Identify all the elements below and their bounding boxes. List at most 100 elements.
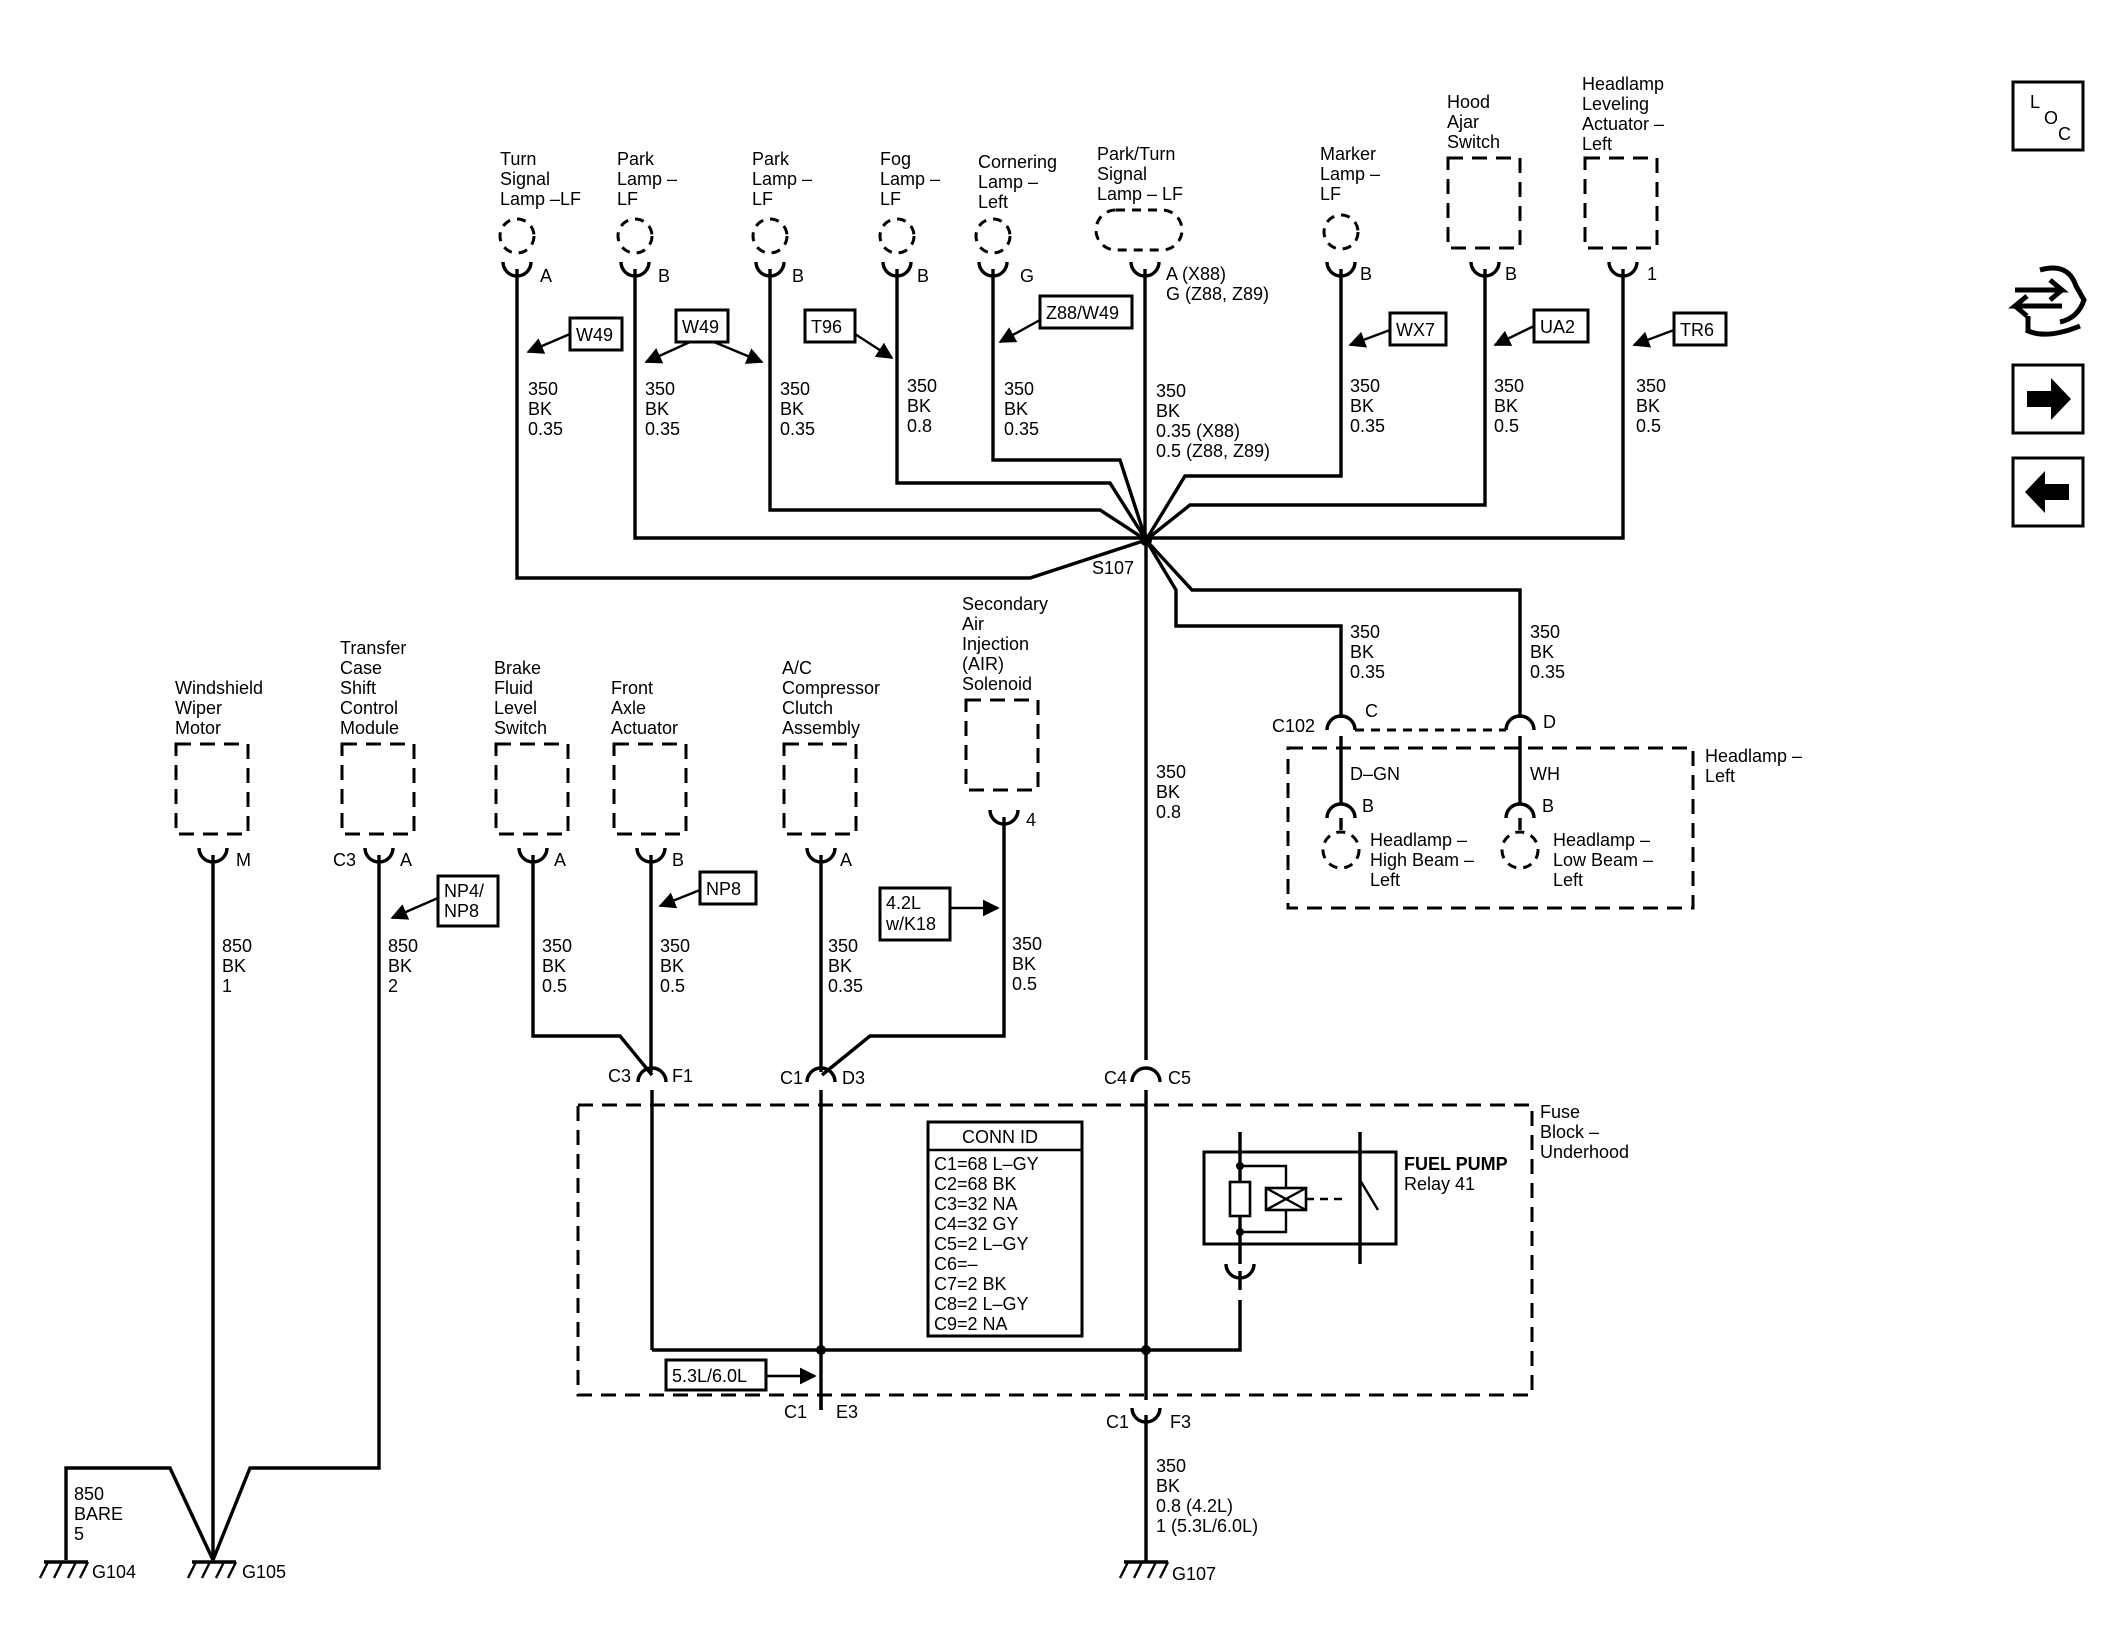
ground-label: G107 [1172,1564,1216,1584]
bulb-symbol [1321,830,1361,870]
option-tag [436,874,500,928]
option-tag-label: W49 [682,317,719,337]
ground-g105: G105 [186,1560,286,1582]
component-label: LF [617,189,638,209]
component-label: Left [978,192,1008,212]
pin-label: B [1542,796,1554,816]
wire-label: 0.35 [645,419,680,439]
pin-label: E3 [836,1402,858,1422]
conn-id-row: C3=32 NA [934,1194,1018,1214]
component-label: Lamp – [617,169,677,189]
option-tag-label: UA2 [1540,317,1575,337]
pin-label: F3 [1170,1412,1191,1432]
connector-label: C102 [1272,716,1315,736]
component-box [174,742,250,836]
wire-label: 0.35 [528,419,563,439]
back-button[interactable] [2011,456,2085,528]
bulb-symbol [1500,830,1540,870]
ground-g104: G104 [38,1560,136,1582]
component-label: Signal [1097,164,1147,184]
wire-label: BK [1012,954,1036,974]
conn-id-row: C5=2 L–GY [934,1234,1029,1254]
wire-label: 350 [907,376,937,396]
forward-button[interactable] [2011,363,2085,435]
component-label: LF [880,189,901,209]
component-label: LF [1320,184,1341,204]
connector-icon[interactable] [2008,265,2087,337]
component-label: Secondary [962,594,1048,614]
wire-label: 0.35 [1004,419,1039,439]
wire-label: 350 [1156,381,1186,401]
wire-label: 1 [222,976,232,996]
wire-label: 1 (5.3L/6.0L) [1156,1516,1258,1536]
pin-label: G [1020,266,1034,286]
wire-label: 350 [1004,379,1034,399]
wire-label: 350 [1350,622,1380,642]
headlamp-leveling-actuator-left: Headlamp Leveling Actuator – Left 1 350 … [1582,74,1666,436]
wire-label: BK [222,956,246,976]
splice-dot [816,1345,826,1355]
pin-label: B [1360,264,1372,284]
fuse-block-connectors: C3 F1 C1 D3 C4 C5 [608,1066,1191,1088]
loc-letter: C [2058,124,2071,144]
wire-label: 0.5 [542,976,567,996]
component-label: Hood [1447,92,1490,112]
lamp-symbol [1094,208,1184,252]
pin-label: D [1543,712,1556,732]
connector-label: C1 [780,1068,803,1088]
wire-label: 350 [528,379,558,399]
component-label: A/C [782,658,812,678]
component-label: (AIR) [962,654,1004,674]
wire-label: BK [528,399,552,419]
connector-label: C3 [608,1066,631,1086]
wire-label: 0.5 (Z88, Z89) [1156,441,1270,461]
conn-id-row: C2=68 BK [934,1174,1017,1194]
forward-arrow-icon [2027,378,2071,420]
option-tag-label: NP4/ [444,881,484,901]
component-label: Switch [1447,132,1500,152]
loc-button[interactable]: L O C [2011,80,2085,152]
pin-label: B [672,850,684,870]
wire-label: BARE [74,1504,123,1524]
component-label: Transfer [340,638,406,658]
option-tag [1672,311,1728,347]
component-label: Lamp – [880,169,940,189]
component-box [340,742,416,836]
wire-label: 350 [645,379,675,399]
component-label: Actuator [611,718,678,738]
component-label: Compressor [782,678,880,698]
marker-lamp-lf: Marker Lamp – LF B 350 BK 0.35 [1320,144,1385,436]
wire-label: BK [645,399,669,419]
fuse-block-box [576,1103,1534,1397]
option-tag [1388,311,1448,347]
ac-compressor-clutch-assembly: A/C Compressor Clutch Assembly A 350 BK … [782,658,880,1072]
component-label: Left [1705,766,1735,786]
wire-label: 350 [660,936,690,956]
wire-label: 350 [542,936,572,956]
component-box [612,742,688,836]
wire-label: BK [1530,642,1554,662]
park-lamp-lf-2: Park Lamp – LF B 350 BK 0.35 [751,149,815,439]
relay-number: Relay 41 [1404,1174,1475,1194]
wire-color: D–GN [1350,764,1400,784]
pin-label: A [840,850,852,870]
component-label: Fog [880,149,911,169]
wire-label: 350 [1156,762,1186,782]
component-label: Assembly [782,718,860,738]
wire-label: 350 [1012,934,1042,954]
wire-label: 350 [1530,622,1560,642]
back-arrow-icon [2025,471,2069,513]
pin-label: M [236,850,251,870]
wire-label: 0.8 [907,416,932,436]
wire-label: 0.8 [1156,802,1181,822]
front-axle-actuator: Front Axle Actuator B 350 BK 0.5 NP8 [611,678,758,1072]
resistor-symbol [1228,1180,1252,1218]
wire-label: 0.8 (4.2L) [1156,1496,1233,1516]
wire-label: BK [1350,642,1374,662]
lamp-symbol [616,217,654,255]
option-tag [803,308,857,344]
conn-id-row: C8=2 L–GY [934,1294,1029,1314]
bulb-label: Headlamp – [1553,830,1650,850]
component-label: Case [340,658,382,678]
fuse-block-label: Fuse [1540,1102,1580,1122]
